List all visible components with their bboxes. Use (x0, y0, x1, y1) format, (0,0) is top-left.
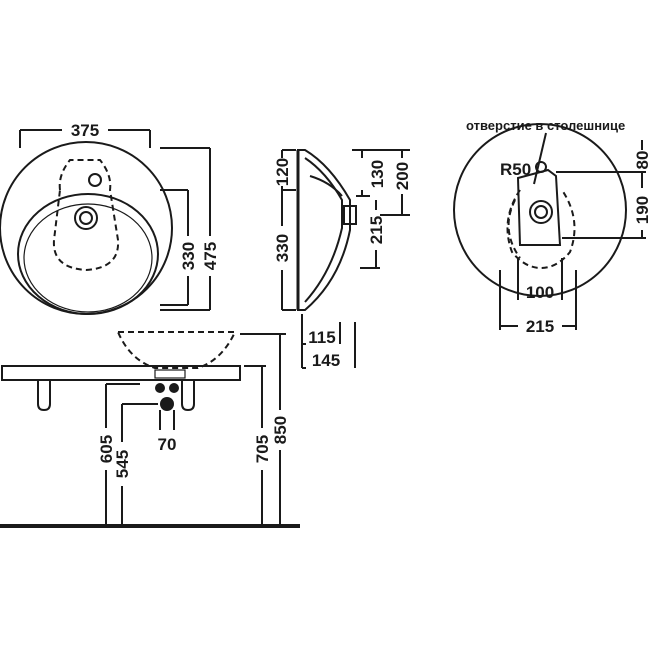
dim-190-label: 190 (633, 196, 650, 224)
radius-label: R50 (500, 160, 531, 179)
tap-zone-hidden (52, 159, 120, 272)
side-drain-outlet (343, 205, 357, 225)
dim-850-label: 850 (271, 416, 290, 444)
cutout-hatched-zone (516, 168, 562, 246)
drain-pipe (160, 397, 174, 411)
countertop (1, 365, 241, 381)
countertop-cut-hatch (154, 369, 186, 379)
dim-330-label: 330 (179, 242, 198, 270)
dim-605-label: 605 (97, 435, 116, 463)
floor-line (0, 524, 300, 528)
cutout-bowl-hidden-2 (507, 199, 521, 259)
dim-130-label: 130 (368, 160, 387, 188)
side-overflow (309, 175, 343, 197)
dim-120-label: 120 (273, 158, 292, 186)
countertop-hole-leader (533, 132, 547, 185)
tap-hole (88, 173, 102, 187)
cutout-tap-hole (535, 161, 547, 173)
pipe-hole-1 (155, 383, 165, 393)
dim-705-label: 705 (253, 435, 272, 463)
side-profile-inner (304, 157, 343, 303)
drain-inner (79, 211, 93, 225)
front-view: 605 545 70 705 850 (0, 331, 300, 528)
pipe-hole-2 (169, 383, 179, 393)
cutout-bowl-hidden (506, 189, 576, 270)
cutout-outer-circle (453, 123, 627, 297)
cutout-drain-outer (529, 200, 553, 224)
basin-bowl-inner (23, 203, 153, 313)
dim-475-label: 475 (201, 242, 220, 270)
dim-115-label: 115 (308, 328, 335, 347)
dim-100-label: 100 (526, 283, 554, 302)
basin-bowl (17, 193, 159, 315)
side-profile-outer (297, 149, 351, 311)
bracket-left (37, 380, 51, 412)
dim-70-label: 70 (158, 435, 177, 454)
dim-200-label: 200 (393, 162, 412, 190)
drain-outer (74, 206, 98, 230)
dim-545-label: 545 (113, 450, 132, 478)
dim-215-label: 215 (367, 216, 386, 244)
dim-330s-label: 330 (273, 234, 292, 262)
cutout-drain-inner (534, 205, 548, 219)
dim-375-label: 375 (71, 121, 99, 140)
dim-145-label: 145 (312, 351, 340, 370)
front-basin-hidden (116, 331, 237, 369)
top-view: 375 330 475 (0, 121, 220, 315)
cutout-view: отверстие в столешнице R50 80 190 100 21… (453, 118, 650, 336)
dim-215c-label: 215 (526, 317, 554, 336)
bracket-right (181, 380, 195, 412)
side-view: 120 330 130 200 215 115 145 (273, 149, 412, 370)
countertop-hole-label: отверстие в столешнице (466, 118, 625, 133)
dim-80-label: 80 (633, 151, 650, 170)
